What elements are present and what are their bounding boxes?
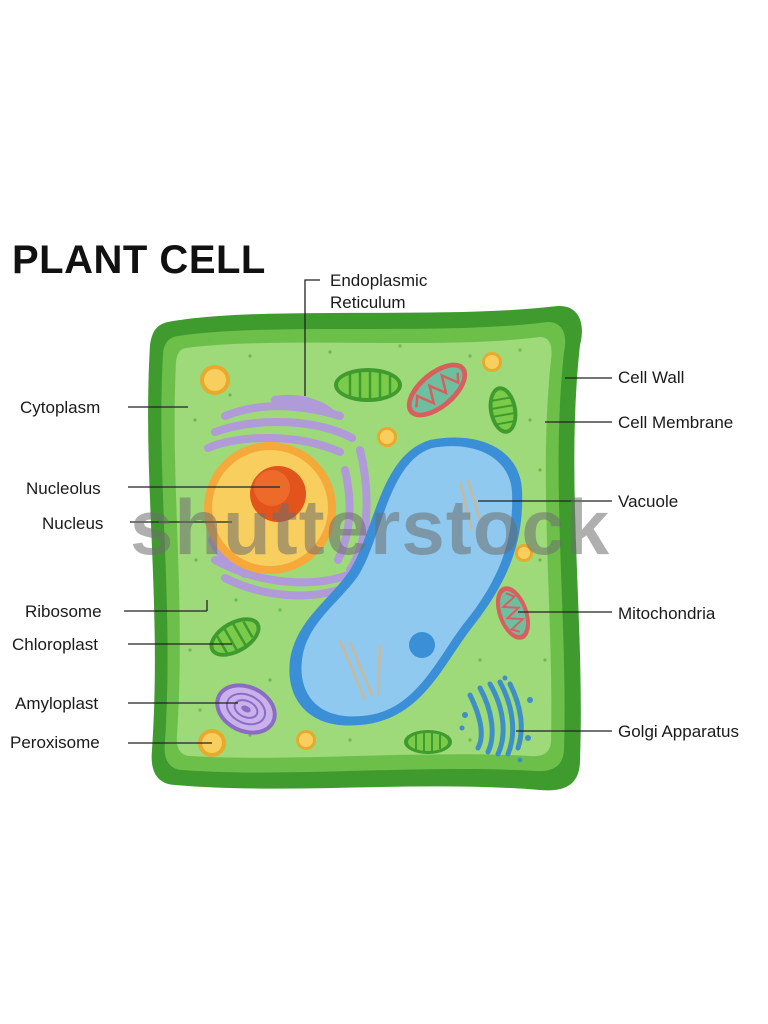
label-mitochondria: Mitochondria	[618, 604, 716, 623]
label-endoplasmic-reticulum: Endoplasmic Reticulum	[330, 270, 427, 314]
label-endoplasmic-line2: Reticulum	[330, 293, 406, 312]
peroxisome-vesicles	[200, 352, 533, 750]
label-amyloplast: Amyloplast	[15, 694, 99, 713]
vacuole-granule	[409, 632, 435, 658]
label-nucleolus: Nucleolus	[26, 479, 101, 498]
page-title: PLANT CELL	[12, 238, 266, 282]
label-peroxisome: Peroxisome	[10, 733, 100, 752]
label-chloroplast: Chloroplast	[12, 635, 98, 654]
leader-lines	[124, 279, 612, 744]
amyloplast	[215, 683, 277, 735]
chloroplast-top	[334, 368, 402, 402]
label-ribosome: Ribosome	[25, 602, 102, 621]
chloroplast-left	[209, 617, 261, 657]
mitochondria-top	[406, 362, 468, 418]
golgi-apparatus	[467, 679, 524, 757]
label-cytoplasm: Cytoplasm	[20, 398, 101, 417]
label-golgi-apparatus: Golgi Apparatus	[618, 722, 739, 741]
label-nucleus: Nucleus	[42, 514, 104, 533]
watermark: shutterstock	[130, 483, 611, 571]
label-cell-membrane: Cell Membrane	[618, 413, 734, 432]
vacuole-crystals	[338, 479, 482, 701]
label-cell-wall: Cell Wall	[618, 368, 685, 387]
golgi-vesicles	[459, 675, 533, 763]
label-vacuole: Vacuole	[618, 492, 679, 511]
label-endoplasmic-line1: Endoplasmic	[330, 271, 428, 290]
chloroplast-right	[488, 386, 518, 434]
mitochondria-right	[495, 586, 531, 640]
nucleolus-highlight	[254, 470, 290, 506]
chloroplast-bottom	[404, 730, 452, 754]
